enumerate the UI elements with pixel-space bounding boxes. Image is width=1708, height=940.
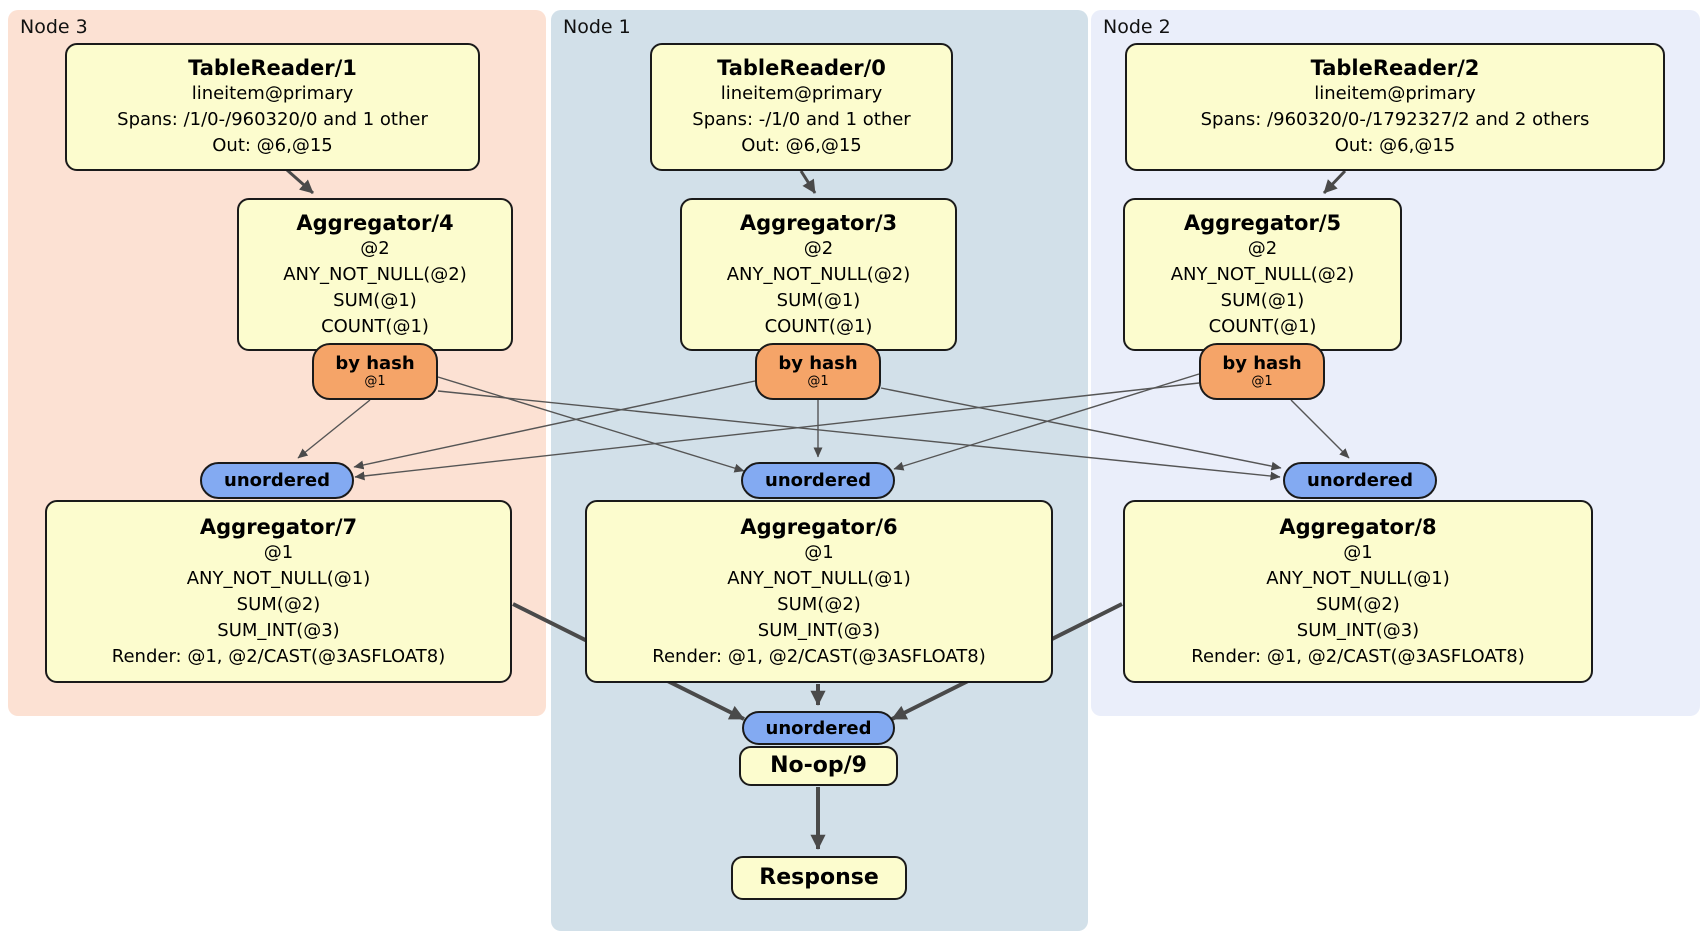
edge-hash3-to-unordered7 — [353, 380, 756, 470]
processor-aggregator-4: Aggregator/4 @2 ANY_NOT_NULL(@2) SUM(@1)… — [237, 198, 513, 351]
processor-title: Response — [759, 865, 879, 890]
processor-index: lineitem@primary — [720, 83, 883, 104]
processor-out: Out: @6,@15 — [741, 135, 862, 156]
processor-title: Aggregator/7 — [199, 514, 358, 539]
router-key: @1 — [1251, 374, 1273, 389]
processor-tablereader-0: TableReader/0 lineitem@primary Spans: -/… — [650, 43, 953, 171]
processor-noop-9: No-op/9 — [739, 746, 898, 786]
router-by-hash-3: by hash @1 — [755, 343, 881, 400]
edge-hash4-to-unordered8 — [437, 390, 1281, 481]
processor-out: Out: @6,@15 — [212, 135, 333, 156]
edge-hash3-to-unordered8 — [880, 387, 1282, 471]
sync-unordered-7: unordered — [200, 462, 354, 499]
sync-unordered-9: unordered — [742, 711, 895, 745]
processor-agg-fn: SUM(@2) — [1316, 593, 1400, 615]
processor-groupcols: @2 — [360, 237, 390, 259]
processor-agg-fn: SUM_INT(@3) — [217, 619, 340, 641]
region-node-2-label: Node 2 — [1103, 16, 1171, 38]
sync-unordered-8: unordered — [1283, 462, 1437, 499]
processor-index: lineitem@primary — [1314, 83, 1476, 104]
processor-render: Render: @1, @2/CAST(@3ASFLOAT8) — [1191, 645, 1525, 667]
router-by-hash-5: by hash @1 — [1199, 343, 1325, 400]
router-label: by hash — [335, 353, 415, 374]
processor-agg-fn: SUM_INT(@3) — [1296, 619, 1420, 641]
processor-agg-fn: ANY_NOT_NULL(@1) — [186, 567, 371, 589]
processor-title: TableReader/2 — [1310, 56, 1480, 80]
processor-render: Render: @1, @2/CAST(@3ASFLOAT8) — [111, 645, 446, 667]
processor-tablereader-2: TableReader/2 lineitem@primary Spans: /9… — [1125, 43, 1665, 171]
processor-agg-fn: ANY_NOT_NULL(@1) — [1266, 567, 1450, 589]
edge-hash4-to-unordered6 — [437, 376, 745, 473]
processor-groupcols: @2 — [1247, 237, 1278, 259]
processor-aggregator-6: Aggregator/6 @1 ANY_NOT_NULL(@1) SUM(@2)… — [585, 500, 1053, 683]
region-node-3-label: Node 3 — [20, 16, 88, 38]
processor-agg-fn: COUNT(@1) — [1208, 315, 1317, 337]
processor-groupcols: @1 — [263, 541, 294, 563]
processor-aggregator-5: Aggregator/5 @2 ANY_NOT_NULL(@2) SUM(@1)… — [1123, 198, 1402, 351]
processor-agg-fn: COUNT(@1) — [321, 315, 429, 337]
edge-hash5-to-unordered7 — [354, 382, 1200, 481]
processor-aggregator-7: Aggregator/7 @1 ANY_NOT_NULL(@1) SUM(@2)… — [45, 500, 512, 683]
edge-tablereader0-to-aggregator3 — [799, 170, 817, 194]
edge-hash4-to-unordered7 — [297, 399, 371, 459]
processor-title: Aggregator/4 — [296, 210, 454, 235]
router-by-hash-4: by hash @1 — [312, 343, 438, 400]
sync-unordered-6: unordered — [741, 462, 895, 499]
region-node-1-label: Node 1 — [563, 16, 631, 38]
processor-title: TableReader/1 — [188, 56, 357, 80]
processor-title: Aggregator/6 — [740, 514, 898, 539]
processor-agg-fn: ANY_NOT_NULL(@2) — [726, 263, 911, 285]
processor-title: Aggregator/3 — [739, 210, 898, 235]
edge-tablereader1-to-aggregator4 — [286, 168, 314, 195]
edge-tablereader2-to-aggregator5 — [1322, 169, 1347, 195]
processor-agg-fn: ANY_NOT_NULL(@1) — [727, 567, 911, 589]
processor-out: Out: @6,@15 — [1334, 135, 1456, 156]
processor-groupcols: @2 — [803, 237, 834, 259]
processor-agg-fn: ANY_NOT_NULL(@2) — [283, 263, 467, 285]
processor-agg-fn: ANY_NOT_NULL(@2) — [1170, 263, 1355, 285]
router-key: @1 — [807, 374, 829, 389]
router-label: by hash — [1222, 353, 1302, 374]
processor-agg-fn: SUM_INT(@3) — [757, 619, 881, 641]
processor-groupcols: @1 — [804, 541, 834, 563]
processor-spans: Spans: /960320/0-/1792327/2 and 2 others — [1200, 109, 1590, 130]
processor-response: Response — [731, 856, 907, 900]
processor-aggregator-8: Aggregator/8 @1 ANY_NOT_NULL(@1) SUM(@2)… — [1123, 500, 1593, 683]
processor-index: lineitem@primary — [191, 83, 354, 104]
processor-groupcols: @1 — [1343, 541, 1373, 563]
edge-hash5-to-unordered8 — [1290, 399, 1350, 459]
processor-title: Aggregator/5 — [1183, 210, 1342, 235]
processor-render: Render: @1, @2/CAST(@3ASFLOAT8) — [652, 645, 986, 667]
processor-tablereader-1: TableReader/1 lineitem@primary Spans: /1… — [65, 43, 480, 171]
edge-hash5-to-unordered6 — [893, 373, 1200, 471]
processor-title: TableReader/0 — [717, 56, 886, 80]
processor-aggregator-3: Aggregator/3 @2 ANY_NOT_NULL(@2) SUM(@1)… — [680, 198, 957, 351]
processor-agg-fn: SUM(@2) — [777, 593, 861, 615]
processor-spans: Spans: /1/0-/960320/0 and 1 other — [117, 109, 428, 130]
processor-agg-fn: COUNT(@1) — [764, 315, 873, 337]
router-label: by hash — [778, 353, 858, 374]
router-key: @1 — [364, 374, 386, 389]
processor-spans: Spans: -/1/0 and 1 other — [692, 109, 911, 130]
processor-agg-fn: SUM(@1) — [1220, 289, 1305, 311]
processor-title: No-op/9 — [770, 753, 867, 778]
processor-agg-fn: SUM(@2) — [236, 593, 321, 615]
processor-title: Aggregator/8 — [1279, 514, 1437, 539]
processor-agg-fn: SUM(@1) — [776, 289, 861, 311]
processor-agg-fn: SUM(@1) — [333, 289, 417, 311]
